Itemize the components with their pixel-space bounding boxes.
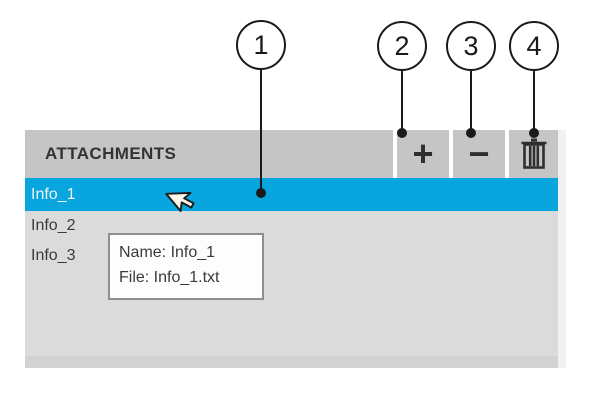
panel-bottom-bar [25,356,558,368]
attachments-panel: ATTACHMENTS + − [25,130,566,368]
trash-icon [520,138,548,170]
attachment-tooltip: Name: Info_1 File: Info_1.txt [108,233,264,300]
attachments-toolbar: + − [393,130,558,178]
callout-1: 1 [236,20,286,70]
callout-2-endpoint-dot [397,128,407,138]
tooltip-file-line: File: Info_1.txt [119,268,220,286]
callout-3-leader-line [470,71,472,133]
callout-1-endpoint-dot [256,188,266,198]
callout-2-leader-line [401,71,403,133]
add-attachment-button[interactable]: + [397,130,449,178]
list-item-info-2[interactable]: Info_2 [31,217,76,234]
delete-attachment-button[interactable] [509,130,558,178]
list-item-info-3[interactable]: Info_3 [31,247,76,264]
callout-2: 2 [377,21,427,71]
attachments-header: ATTACHMENTS + − [25,130,558,178]
mouse-cursor-icon [161,177,208,225]
callout-4-endpoint-dot [529,128,539,138]
attachments-title: ATTACHMENTS [45,144,177,163]
callout-3: 3 [446,21,496,71]
toolbar-divider [449,130,453,178]
remove-attachment-button[interactable]: − [453,130,505,178]
list-item-info-1[interactable]: Info_1 [25,178,558,211]
callout-3-endpoint-dot [466,128,476,138]
callout-4-leader-line [533,71,535,133]
toolbar-divider [505,130,509,178]
callout-4: 4 [509,21,559,71]
toolbar-divider [393,130,397,178]
callout-1-leader-line [260,70,262,193]
tooltip-name-line: Name: Info_1 [119,244,216,261]
attachments-list: Info_1 Info_2 Info_3 [25,178,558,271]
panel-right-gutter [558,130,566,368]
